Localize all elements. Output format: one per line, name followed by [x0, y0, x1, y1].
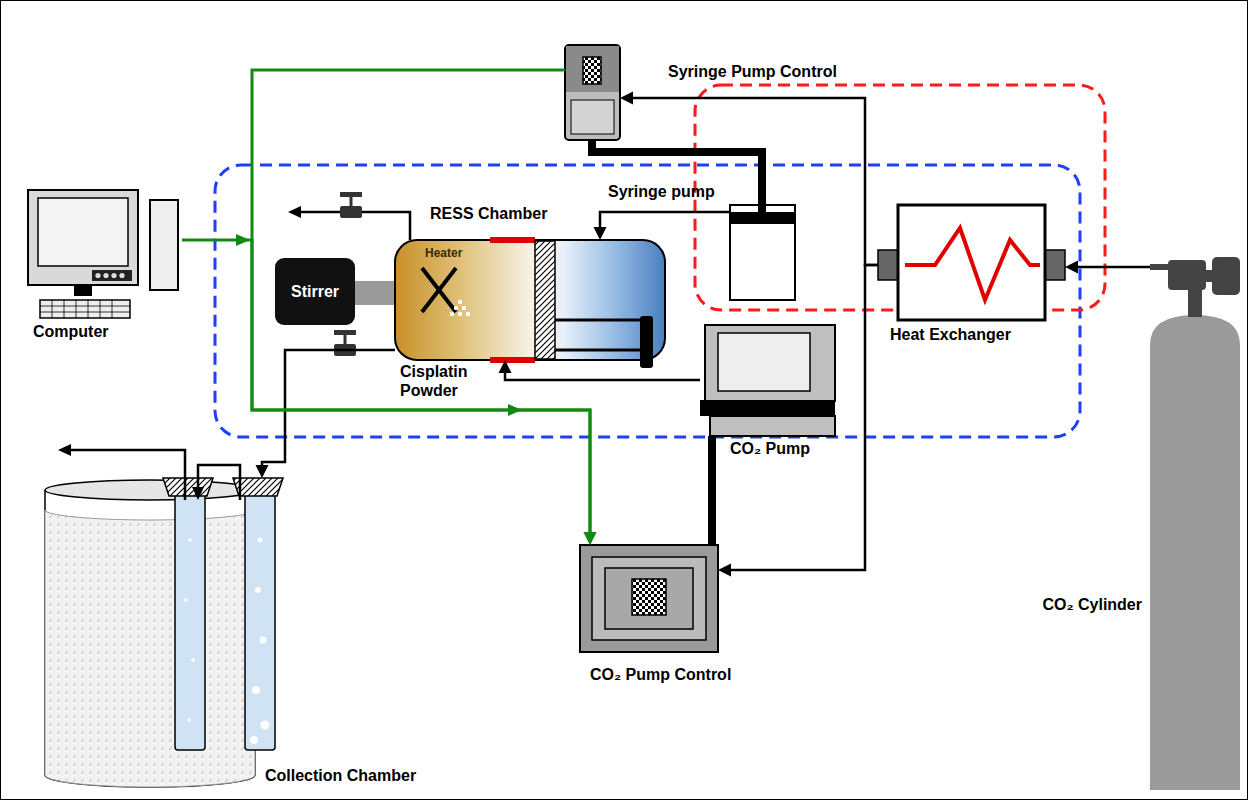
connector-line	[1078, 266, 1150, 269]
connector-line	[600, 212, 730, 227]
co2-cylinder: CO₂ Cylinder	[1150, 255, 1240, 790]
connector	[712, 436, 713, 545]
arrowhead	[1065, 261, 1078, 274]
connector-line	[262, 350, 395, 465]
connector	[620, 92, 878, 266]
connector-line	[505, 373, 700, 380]
arrowhead	[584, 532, 597, 545]
arrowhead	[594, 227, 607, 240]
connector-line	[182, 240, 590, 532]
connector	[256, 350, 396, 478]
connector-line	[252, 70, 590, 532]
connector-line	[633, 98, 878, 265]
node-label: CO₂ Pump Control	[590, 665, 731, 684]
node-label: RESS Chamber	[430, 204, 547, 223]
part-label: Cisplatin Powder	[400, 362, 485, 400]
arrowhead	[499, 360, 512, 373]
connector	[499, 360, 701, 380]
connector-line	[731, 265, 878, 570]
node-label: CO₂ Pump	[730, 439, 810, 458]
connector-line	[592, 140, 762, 205]
node-label: Syringe pump	[608, 182, 715, 201]
arrowhead	[584, 532, 597, 545]
connector	[718, 265, 878, 577]
node-sublabel: Heater	[425, 246, 462, 260]
connector	[592, 140, 762, 205]
node-label: Syringe Pump Control	[668, 62, 837, 81]
node-label: Computer	[33, 322, 109, 341]
syringe-pump-control: Syringe Pump Control	[565, 45, 620, 140]
connector	[252, 70, 597, 545]
connector	[594, 212, 731, 240]
heat-exchanger: Heat Exchanger	[878, 205, 1065, 320]
co2-pump-control: CO₂ Pump Control	[580, 545, 718, 652]
connector-line	[708, 436, 716, 545]
arrowhead	[718, 564, 731, 577]
ress-chamber: RESS ChamberHeater	[395, 240, 665, 360]
stirrer-box: Stirrer	[275, 258, 355, 325]
computer: Computer	[25, 185, 182, 320]
arrowhead	[620, 92, 633, 105]
node-label: Heat Exchanger	[890, 325, 1011, 344]
node-label: Collection Chamber	[265, 766, 416, 785]
arrowhead	[256, 465, 269, 478]
connector	[182, 240, 597, 545]
collection-chamber: Collection Chamber	[40, 478, 290, 790]
co2-pump: CO₂ Pump	[700, 325, 835, 436]
node-label: CO₂ Cylinder	[1042, 595, 1142, 614]
node-label: Stirrer	[291, 282, 339, 301]
syringe-pump: Syringe pump	[730, 205, 795, 300]
connector	[1065, 261, 1150, 274]
